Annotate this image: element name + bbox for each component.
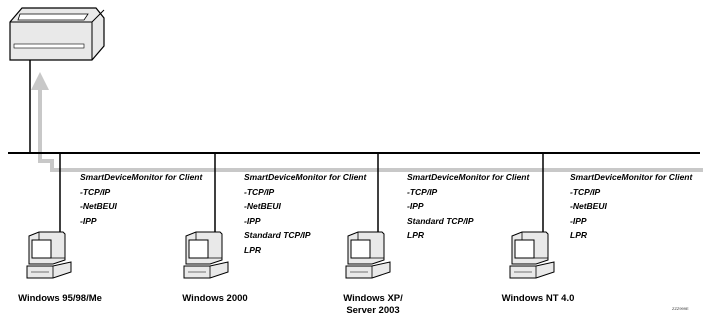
protocol-item: -TCP/IP <box>407 186 438 197</box>
protocol-item: SmartDeviceMonitor for Client <box>80 172 203 182</box>
client-label: Windows 95/98/Me <box>18 293 102 304</box>
protocol-list: SmartDeviceMonitor for Client -TCP/IP -N… <box>244 170 366 258</box>
protocol-item: LPR <box>407 230 424 241</box>
protocol-item: -IPP <box>80 215 97 226</box>
protocol-item: -IPP <box>244 215 261 226</box>
protocol-list: SmartDeviceMonitor for Client -TCP/IP -I… <box>407 170 529 243</box>
protocol-item: SmartDeviceMonitor for Client <box>244 172 367 182</box>
protocol-item: -IPP <box>407 201 424 212</box>
protocol-item: -TCP/IP <box>244 186 275 197</box>
protocol-item: SmartDeviceMonitor for Client <box>570 172 693 182</box>
protocol-item: -TCP/IP <box>80 186 111 197</box>
computer-icon <box>26 231 72 279</box>
printer-icon <box>9 7 105 61</box>
protocol-item: LPR <box>570 230 587 241</box>
protocol-item: -IPP <box>570 215 587 226</box>
data-flow-arrow <box>31 72 703 172</box>
client-label: Windows 2000 <box>182 293 248 304</box>
protocol-list: SmartDeviceMonitor for Client -TCP/IP -N… <box>80 170 202 228</box>
protocol-list: SmartDeviceMonitor for Client -TCP/IP -N… <box>570 170 692 243</box>
protocol-item: Standard TCP/IP <box>244 230 311 241</box>
figure-id: ZZZ999E <box>672 306 689 311</box>
protocol-item: LPR <box>244 244 261 255</box>
client-label: Windows XP/ Server 2003 <box>318 293 428 317</box>
computer-icon <box>183 231 229 279</box>
protocol-item: -TCP/IP <box>570 186 601 197</box>
client-label-line: Windows XP/ <box>343 293 403 304</box>
protocol-item: -NetBEUI <box>80 201 117 212</box>
protocol-item: Standard TCP/IP <box>407 215 474 226</box>
client-label: Windows NT 4.0 <box>501 293 575 304</box>
client-label-line: Server 2003 <box>346 305 400 316</box>
protocol-item: -NetBEUI <box>570 201 607 212</box>
protocol-item: SmartDeviceMonitor for Client <box>407 172 530 182</box>
protocol-item: -NetBEUI <box>244 201 281 212</box>
